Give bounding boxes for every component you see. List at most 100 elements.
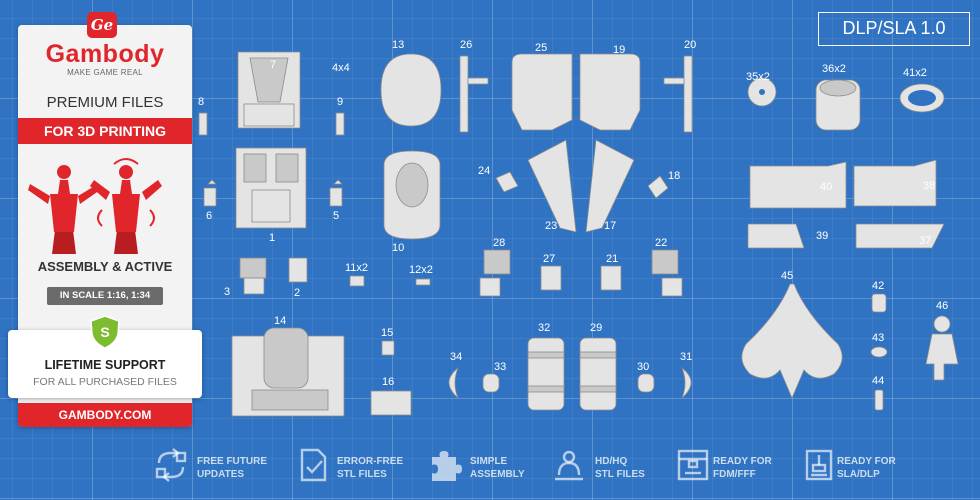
part-label-32: 32 [538,322,551,334]
part-17-shape [585,139,635,233]
part-label-33: 33 [494,361,507,373]
sla-printer-icon [805,449,833,481]
part-label-6: 6 [206,210,213,222]
part-46-shape [925,315,959,381]
part-6-shape [203,179,217,207]
part-label-44: 44 [872,375,885,387]
red-figures-illustration [28,158,162,254]
part-label-31: 31 [680,351,693,363]
brand-tagline: MAKE GAME REAL [67,68,143,77]
part-10-shape [383,150,441,240]
part-label-23: 23 [545,220,558,232]
part-37-shape [855,223,945,249]
feature-hd-label: HD/HQ STL FILES [595,456,645,480]
part-27-shape [540,265,562,291]
part-label-28: 28 [493,237,506,249]
part-label-30: 30 [637,361,650,373]
part-label-3: 3 [224,286,231,298]
part-label-38: 38 [923,180,936,192]
version-badge: DLP/SLA 1.0 [818,12,970,46]
part-18-shape [647,175,669,199]
fdm-printer-icon [677,449,709,481]
part-label-1: 1 [269,232,276,244]
feature-error-free-label: ERROR-FREE STL FILES [337,456,404,480]
part-5-shape [329,179,343,207]
support-subtitle: FOR ALL PURCHASED FILES [33,376,177,388]
part-label-7: 7 [270,59,277,71]
part-3-shape [239,257,267,295]
part-label-42: 42 [872,280,885,292]
part-label-18: 18 [668,170,681,182]
part-label-8: 8 [198,96,205,108]
part-label-12x2: 12x2 [409,264,433,276]
part-36-shape [815,79,861,131]
part-26-shape [459,55,489,133]
part-label-29: 29 [590,322,603,334]
part-45-shape [741,283,843,400]
hd-icon [555,450,583,481]
part-30-shape [637,373,655,393]
part-29-shape [579,337,617,411]
part-24-shape [495,171,519,193]
part-39-shape [747,223,805,249]
part-14-shape [231,327,345,417]
part-label-20: 20 [684,39,697,51]
part-7-shape [237,51,301,129]
assembled-figure-icon [28,165,100,254]
part-label-41x2: 41x2 [903,67,927,79]
part-label-21: 21 [606,253,619,265]
feature-simple-assembly-label: SIMPLE ASSEMBLY [470,456,525,480]
part-44-shape [874,389,884,411]
part-label-26: 26 [460,39,473,51]
part-22-shape [651,249,683,297]
part-33-shape [482,373,500,393]
part-label-39: 39 [816,230,829,242]
part-2-shape [288,257,308,283]
part-label-15: 15 [381,327,394,339]
part-32-shape [527,337,565,411]
part-13-shape [380,53,442,127]
part-15-shape [381,340,395,356]
part-41-shape [899,83,945,113]
part-16-shape [370,390,412,416]
feature-sla-label: READY FOR SLA/DLP [837,456,896,480]
assembly-active-label: ASSEMBLY & ACTIVE [37,259,173,274]
part-9-shape [335,112,345,136]
part-8-shape [198,112,208,136]
part-label-2: 2 [294,287,301,299]
part-label-4x4: 4x4 [332,62,350,74]
part-21-shape [600,265,622,291]
part-34-shape [448,366,459,399]
shield-letter: S [100,324,109,340]
part-23-shape [527,139,577,233]
part-31-shape [681,366,692,399]
part-42-shape [871,293,887,313]
part-label-19: 19 [613,44,626,56]
scale-tag: IN SCALE 1:16, 1:34 [47,287,163,305]
part-label-34: 34 [450,351,463,363]
part-20-shape [663,55,693,133]
part-label-25: 25 [535,42,548,54]
part-label-43: 43 [872,332,885,344]
part-label-35x2: 35x2 [746,71,770,83]
part-label-5: 5 [333,210,340,222]
part-38-shape [853,159,937,207]
part-11-shape [349,275,365,287]
part-19-shape [579,53,641,131]
part-40-shape [749,161,847,209]
part-label-46: 46 [936,300,949,312]
for-3d-printing-banner: FOR 3D PRINTING [18,118,192,144]
part-label-36x2: 36x2 [822,63,846,75]
website-link[interactable]: GAMBODY.COM [18,403,192,427]
part-25-shape [511,53,573,131]
part-35-shape [747,77,777,107]
part-label-22: 22 [655,237,668,249]
part-label-9: 9 [337,96,344,108]
feature-fdm-label: READY FOR FDM/FFF [713,456,772,480]
brand-name: Gambody [45,40,165,68]
updates-icon [155,448,187,482]
part-label-24: 24 [478,165,491,177]
part-12-shape [415,278,431,286]
part-label-17: 17 [604,220,617,232]
part-1-shape [235,147,307,229]
